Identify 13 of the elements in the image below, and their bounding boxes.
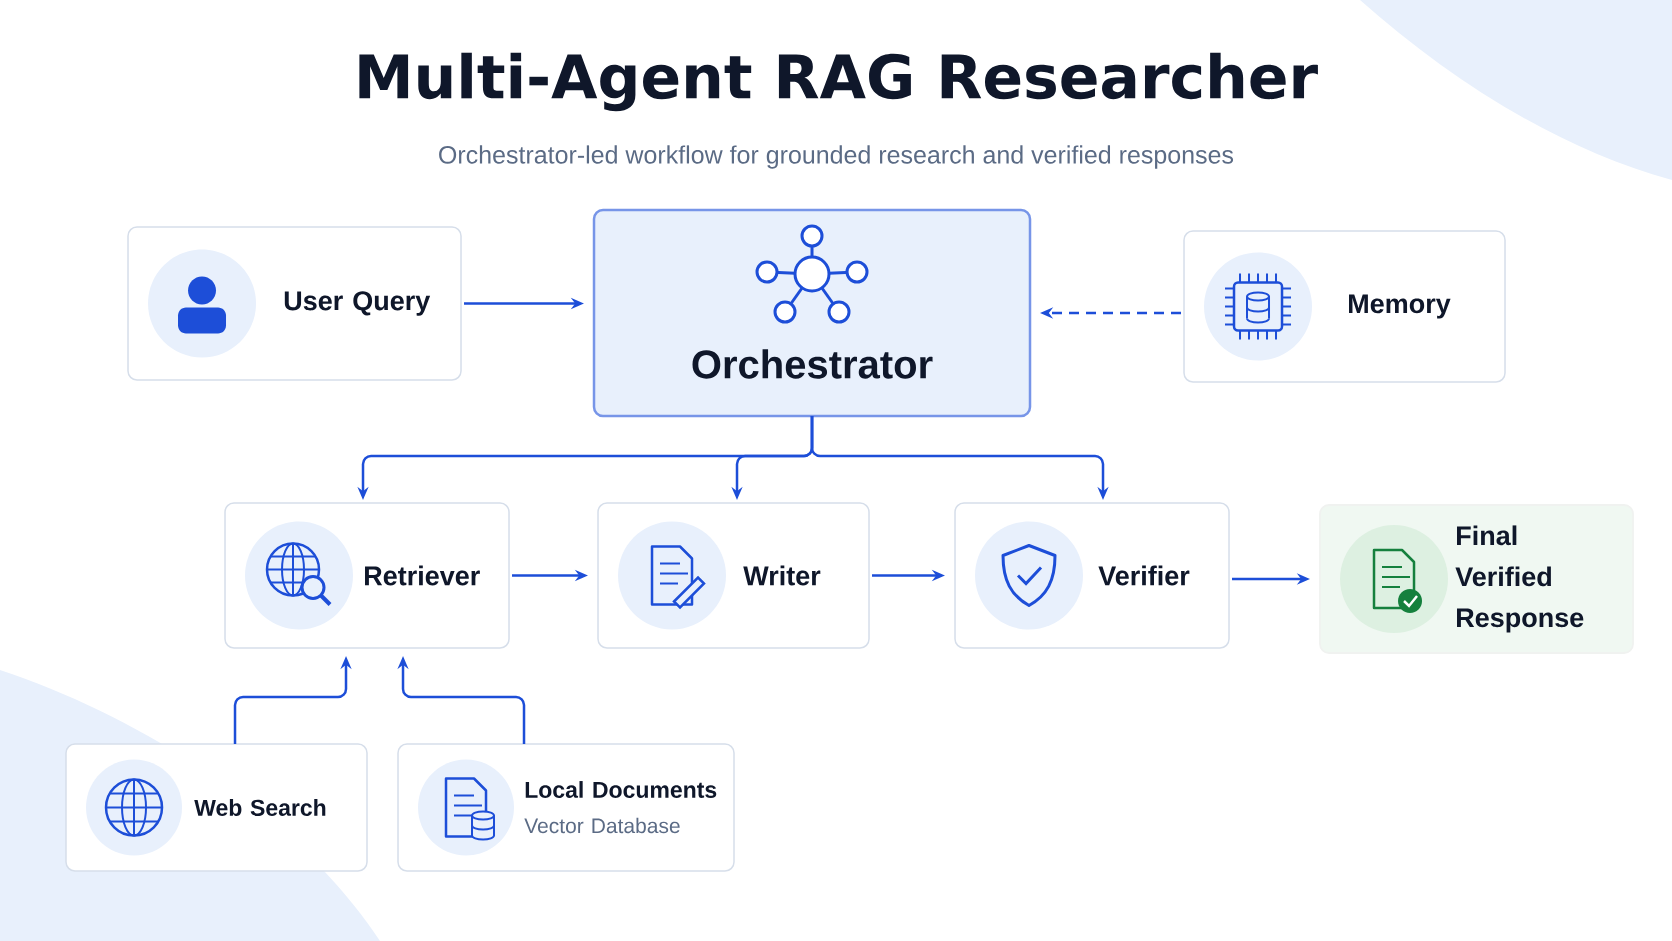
subtitle: Orchestrator-led workflow for grounded research and verified responses — [439, 145, 1234, 169]
node-title: Web Search — [194, 799, 326, 816]
node-title: Final Verified Response — [1455, 525, 1584, 633]
node-subtitle: Vector Database — [524, 817, 680, 834]
node-title: User Query — [284, 291, 431, 316]
node-title: Memory — [1349, 294, 1451, 319]
node-title: Verifier — [1098, 565, 1190, 586]
node-title: Local Documents — [525, 781, 717, 798]
node-title: Writer — [743, 565, 821, 586]
node-title: Retriever — [365, 565, 480, 586]
title: Multi-Agent RAG Researcher — [359, 52, 1318, 112]
node-title: Orchestrator — [692, 349, 933, 379]
orchestrator-box — [592, 208, 1032, 418]
